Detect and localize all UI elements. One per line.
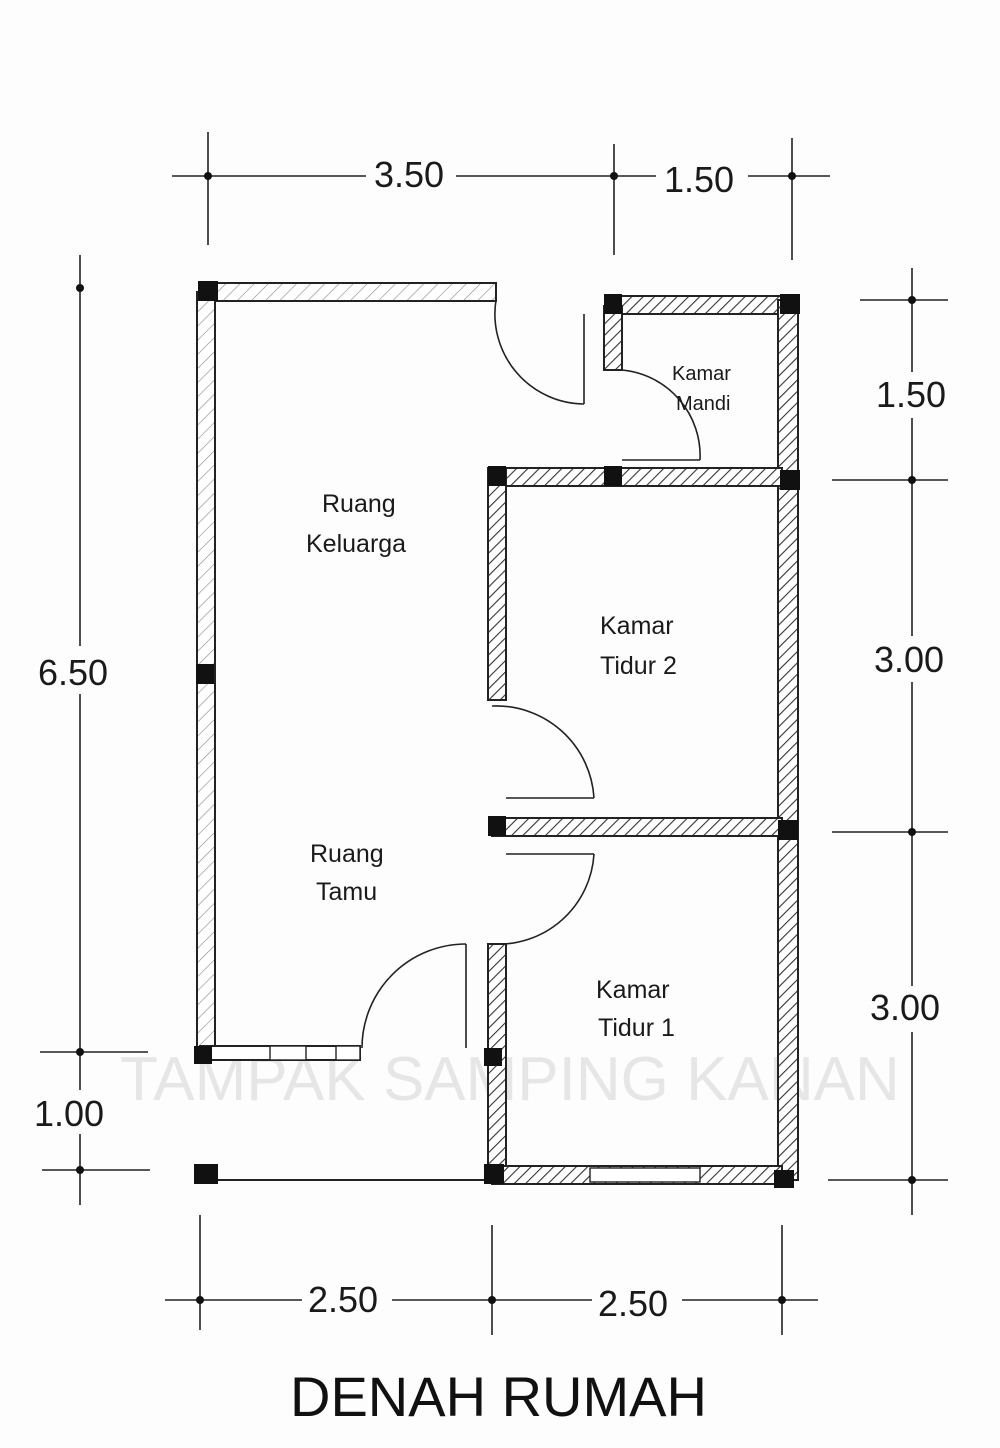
right-dimension: 1.50 3.00 3.00: [828, 268, 962, 1215]
room-kamar-tidur-1-line1: Kamar: [596, 976, 670, 1004]
dim-top-right: 1.50: [664, 159, 734, 200]
dim-left-total: 6.50: [38, 652, 108, 693]
dim-bottom-left: 2.50: [308, 1279, 378, 1320]
columns: [194, 281, 800, 1188]
dim-bottom-right: 2.50: [598, 1283, 668, 1324]
dim-left-bottom: 1.00: [34, 1093, 104, 1134]
room-kamar-tidur-2-line2: Tidur 2: [600, 652, 677, 680]
page-title: DENAH RUMAH: [290, 1365, 707, 1428]
dim-right-bottom: 3.00: [870, 987, 940, 1028]
room-kamar-tidur-2-line1: Kamar: [600, 612, 674, 640]
room-ruang-tamu-line2: Tamu: [316, 878, 377, 906]
room-kamar-mandi-line2: Mandi: [676, 393, 730, 415]
room-labels: Kamar Mandi Ruang Keluarga Kamar Tidur 2…: [306, 363, 731, 1042]
room-kamar-mandi-line1: Kamar: [672, 363, 731, 385]
doors: [361, 299, 701, 1049]
dim-right-top: 1.50: [876, 374, 946, 415]
dim-top-left: 3.50: [374, 154, 444, 195]
room-ruang-keluarga-line1: Ruang: [322, 490, 396, 518]
top-dimension: 3.50 1.50: [172, 132, 830, 260]
room-ruang-keluarga-line2: Keluarga: [306, 530, 406, 558]
left-dimension: 6.50 1.00: [30, 255, 150, 1205]
room-kamar-tidur-1-line2: Tidur 1: [598, 1014, 675, 1042]
bottom-dimension: 2.50 2.50: [165, 1215, 818, 1335]
room-ruang-tamu-line1: Ruang: [310, 840, 384, 868]
dim-right-middle: 3.00: [874, 639, 944, 680]
